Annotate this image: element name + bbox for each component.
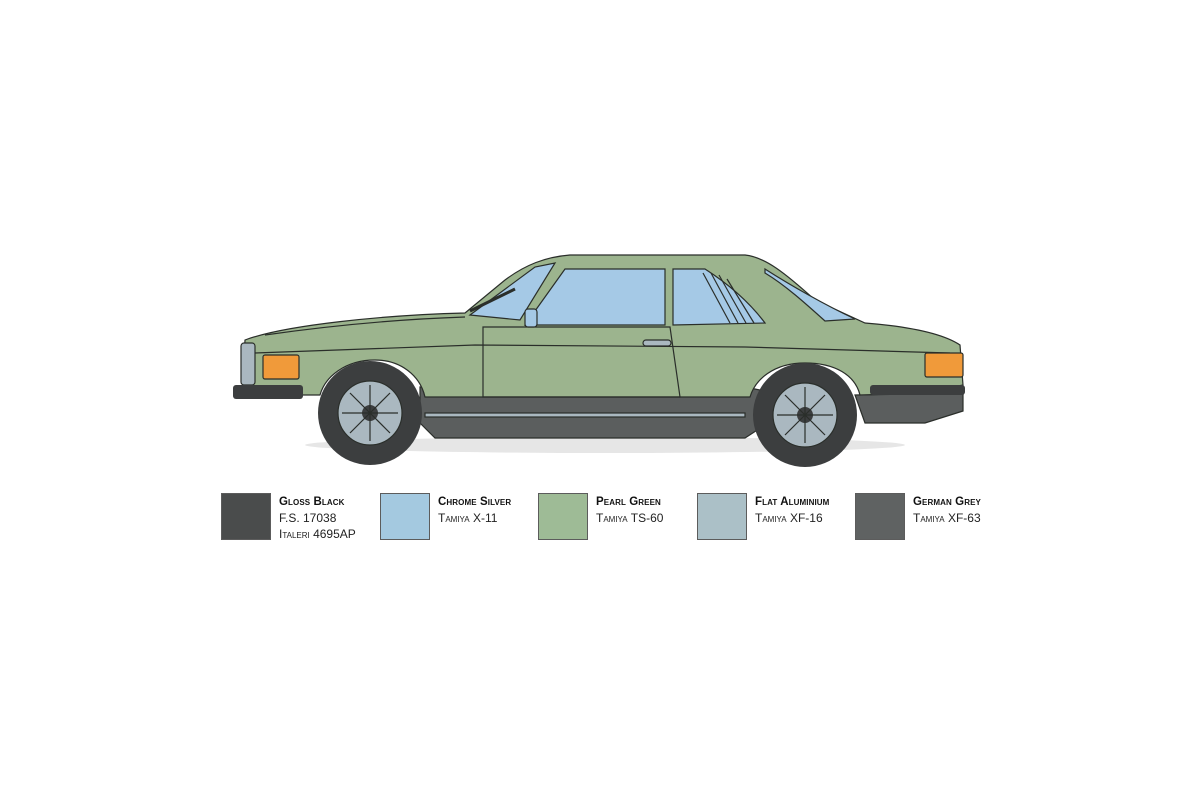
swatch-color (221, 493, 271, 540)
quarter-window-louvres (702, 272, 755, 324)
door-outline (482, 326, 681, 398)
swatch-color (538, 493, 588, 540)
paint-code: Tamiya XF-63 (913, 511, 981, 525)
rear-valance (854, 392, 964, 424)
paint-name: Gloss Black (279, 496, 345, 508)
paint-code: F.S. 17038 (279, 511, 337, 525)
rocker-chrome-strip (424, 412, 746, 418)
front-grille (240, 342, 256, 386)
swatch-color (380, 493, 430, 540)
wiper (469, 287, 516, 313)
rear-quarter-window (672, 268, 767, 326)
swatch-color (855, 493, 905, 540)
paint-code: Italeri 4695AP (279, 527, 356, 541)
paint-code: Tamiya TS-60 (596, 511, 664, 525)
paint-code: Tamiya X-11 (438, 511, 498, 525)
body-crease (254, 344, 951, 354)
car-body (242, 254, 964, 398)
side-mirror (524, 308, 538, 328)
rear-indicator (924, 352, 964, 378)
swatch-color (697, 493, 747, 540)
front-bumper (233, 385, 303, 399)
paint-code: Tamiya XF-16 (755, 511, 823, 525)
rear-window (764, 267, 856, 322)
door-window (523, 268, 666, 326)
front-indicator (262, 354, 300, 380)
rear-bumper (870, 385, 965, 395)
door-handle (642, 339, 672, 347)
paint-name: Chrome Silver (438, 496, 512, 508)
car-side-profile-illustration (233, 254, 965, 467)
ground-shadow (305, 437, 905, 453)
hood-crease (264, 316, 466, 336)
paint-name: Pearl Green (596, 496, 661, 508)
paint-name: Flat Aluminium (755, 496, 830, 508)
rear-wheel (753, 363, 857, 467)
front-wheel (318, 361, 422, 465)
paint-name: German Grey (913, 496, 981, 508)
